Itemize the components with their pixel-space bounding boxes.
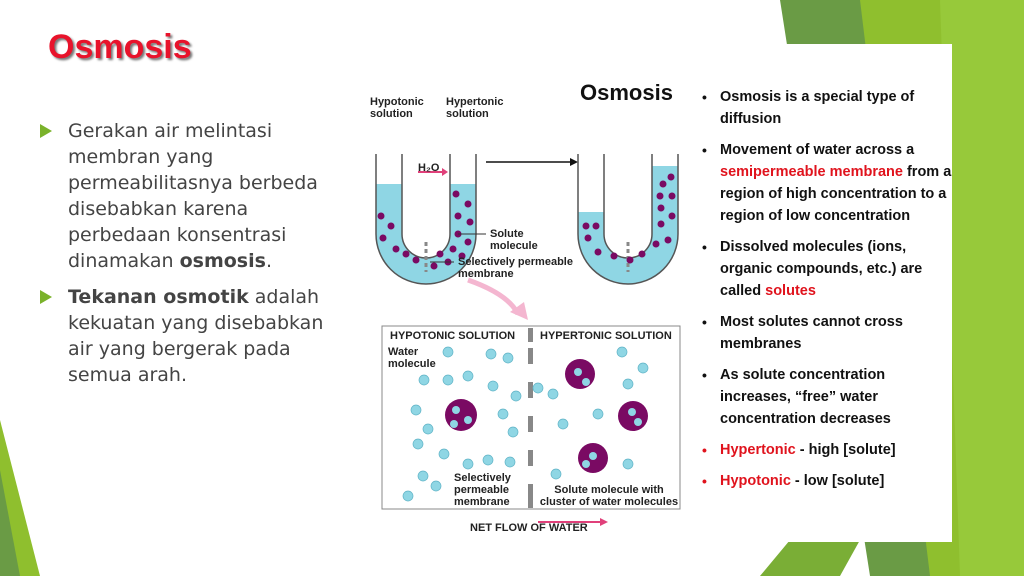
fact-text-part: from a region of high concentration to a… [720,164,952,224]
fact-text: Most solutes cannot cross membranes [720,311,952,355]
left-bullet-list: Gerakan air melintasi membran yang perme… [40,118,330,398]
hypertonic-label: Hypertonic solution [446,96,504,120]
fact-text: Osmosis is a special type of diffusion [720,86,952,130]
fact-text-part: - low [solute] [790,473,885,489]
panel-membrane-label: Selectively permeable membrane [454,472,511,508]
bullet-dot-icon: • [702,473,707,489]
fact-text-part: As solute concentration increases, “free… [720,367,891,427]
water-molecule-label: Water molecule [388,346,436,370]
hypotonic-header: HYPOTONIC SOLUTION [390,330,516,342]
fact-item: • Most solutes cannot cross membranes [702,311,952,355]
slide-title: Osmosis [48,28,192,66]
bullet-bold: Tekanan osmotik [68,286,249,308]
bullet-dot-icon: • [702,367,707,383]
bullet-dot-icon: • [702,239,707,255]
u-tube-diagram [375,154,681,526]
solute-cluster-label: Solute molecule with cluster of water mo… [539,484,679,508]
bullet-bold: osmosis [179,250,266,272]
bullet-text: adalah kekuatan yang disebabkan air yang… [68,286,324,386]
fact-item: • Movement of water across a semipermeabl… [702,139,952,227]
fact-text: Movement of water across a semipermeable… [720,139,952,227]
fact-text: As solute concentration increases, “free… [720,364,952,430]
bullet-dot-icon: • [702,89,707,105]
fact-text-part: Dissolved molecules (ions, organic compo… [720,239,923,299]
triangle-bullet-icon [40,124,52,138]
fact-item: • As solute concentration increases, “fre… [702,364,952,430]
highlight-term: solutes [765,283,816,299]
membrane-label: Selectively permeable membrane [458,256,573,280]
bullet-dot-icon: • [702,442,707,458]
osmosis-figure: Osmosis Hypotonic solutio [358,44,952,542]
hypotonic-label: Hypotonic solution [370,96,424,120]
highlight-term: Hypotonic [720,473,791,489]
hypertonic-header: HYPERTONIC SOLUTION [540,330,672,342]
fact-item: • Dissolved molecules (ions, organic comp… [702,236,952,302]
fact-text: Hypertonic - high [solute] [720,439,896,461]
bullet-item: Tekanan osmotik adalah kekuatan yang dis… [40,284,330,388]
h2o-label: H₂O [418,162,440,174]
bullet-item: Gerakan air melintasi membran yang perme… [40,118,330,274]
osmosis-facts-list: •Osmosis is a special type of diffusion•… [702,86,952,501]
solute-label: Solute molecule [490,228,538,252]
bullet-tail: . [265,250,272,272]
fact-text: Hypotonic - low [solute] [720,470,884,492]
fact-text-part: Movement of water across a [720,142,915,158]
fact-text: Dissolved molecules (ions, organic compo… [720,236,952,302]
fact-text-part: - high [solute] [795,442,896,458]
highlight-term: Hypertonic [720,442,796,458]
figure-heading: Osmosis [580,80,673,105]
bullet-text: Gerakan air melintasi membran yang perme… [68,120,318,272]
fact-item: • Hypertonic - high [solute] [702,439,952,461]
triangle-bullet-icon [40,290,52,304]
fact-item: • Hypotonic - low [solute] [702,470,952,492]
net-flow-label: NET FLOW OF WATER [470,522,588,534]
fact-item: • Osmosis is a special type of diffusion [702,86,952,130]
fact-text-part: Most solutes cannot cross membranes [720,314,903,352]
bullet-dot-icon: • [702,142,707,158]
fact-text-part: Osmosis is a special type of diffusion [720,89,915,127]
highlight-term: semipermeable membrane [720,164,903,180]
bullet-dot-icon: • [702,314,707,330]
